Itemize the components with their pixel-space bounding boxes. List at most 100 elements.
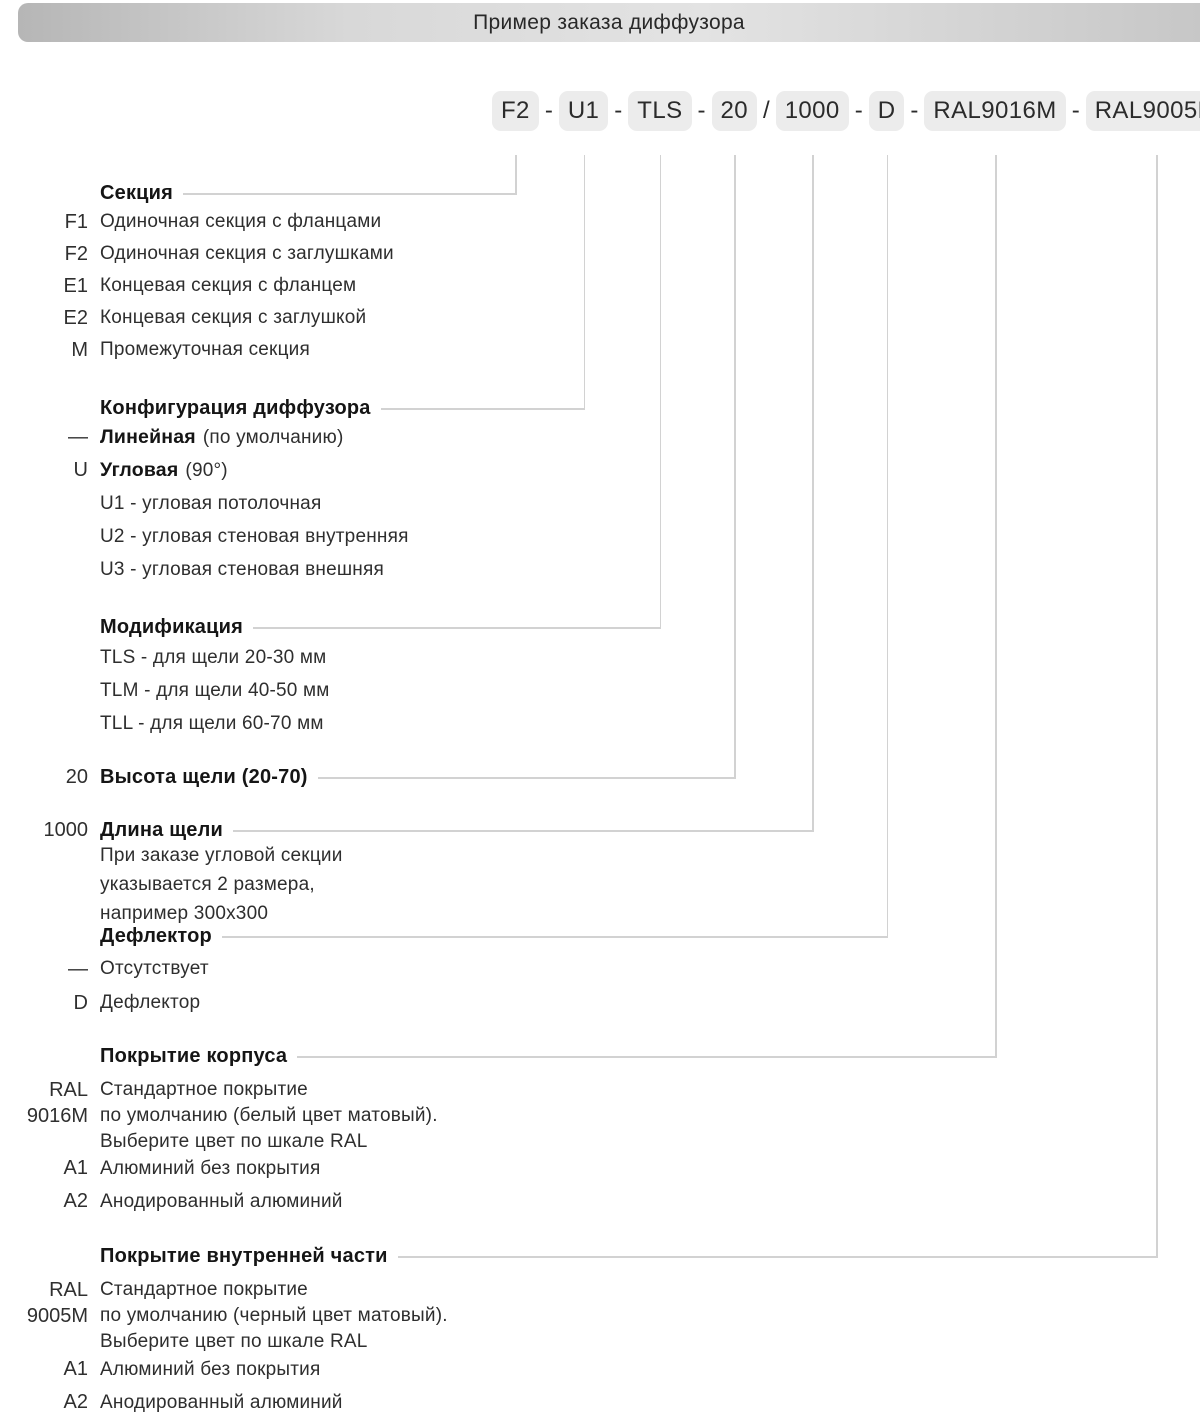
- page-title: Пример заказа диффузора: [473, 10, 745, 34]
- item-code: A1: [63, 1157, 88, 1179]
- list-item: TLM - для щели 40-50 мм: [0, 674, 330, 707]
- item-text: Анодированный алюминий: [100, 1391, 343, 1413]
- heading-configuration: Конфигурация диффузора: [100, 396, 371, 419]
- list-item: U2 - угловая стеновая внутренняя: [0, 520, 409, 553]
- note-line: При заказе угловой секции: [100, 845, 343, 866]
- list-item: E2 Концевая секция с заглушкой: [0, 302, 394, 334]
- item-code: A2: [63, 1190, 88, 1212]
- connector-line-horizontal: [221, 936, 887, 938]
- slot-length-row: 1000 Длина щели: [0, 817, 223, 843]
- code-segment-modification: TLS: [628, 91, 692, 131]
- heading-modification: Модификация: [100, 615, 243, 638]
- item-code: F2: [64, 242, 88, 265]
- inner-coating-default: RAL 9005M Стандартное покрытие по умолча…: [0, 1277, 448, 1355]
- note-line: указывается 2 размера,: [100, 874, 315, 895]
- item-code: D: [73, 991, 88, 1014]
- code-separator: -: [544, 97, 553, 124]
- connector-line-vertical: [734, 155, 736, 779]
- code-separator-slash: /: [763, 97, 770, 124]
- connector-line-horizontal: [397, 1256, 1157, 1258]
- sub-item-text: U2 - угловая стеновая внутренняя: [100, 525, 409, 547]
- code-separator: -: [697, 97, 706, 124]
- item-code: 20: [65, 765, 88, 788]
- item-text: Отсутствует: [100, 958, 209, 979]
- heading-section: Секция: [100, 181, 174, 204]
- body-coating-list: A1 Алюминий без покрытия A2 Анодированны…: [0, 1152, 343, 1218]
- heading-body-coating: Покрытие корпуса: [100, 1044, 288, 1067]
- connector-line-vertical: [886, 155, 889, 938]
- header-bar: Пример заказа диффузора: [18, 3, 1200, 42]
- code-separator: -: [614, 97, 623, 124]
- item-term: Линейная: [100, 426, 196, 448]
- code-segment-slot-length: 1000: [775, 91, 849, 131]
- list-item: D Дефлектор: [0, 986, 209, 1020]
- connector-line-horizontal: [380, 408, 584, 410]
- heading-inner-coating: Покрытие внутренней части: [100, 1244, 388, 1267]
- item-code: A1: [63, 1358, 88, 1380]
- code-separator: -: [854, 97, 863, 124]
- heading-slot-height: Высота щели (20-70): [100, 765, 308, 788]
- item-text: Алюминий без покрытия: [100, 1358, 321, 1380]
- sub-item-text: U3 - угловая стеновая внешняя: [100, 558, 384, 580]
- list-item: F1 Одиночная секция с фланцами: [0, 206, 394, 238]
- modification-list: TLS - для щели 20-30 мм TLM - для щели 4…: [0, 641, 330, 740]
- configuration-heading-row: Конфигурация диффузора: [0, 395, 371, 421]
- item-text: Промежуточная секция: [100, 339, 310, 360]
- connector-line-vertical: [659, 155, 662, 629]
- connector-line-horizontal: [183, 193, 516, 195]
- deflector-list: — Отсутствует D Дефлектор: [0, 952, 209, 1020]
- item-text: Анодированный алюминий: [100, 1190, 343, 1212]
- ral-code: RAL 9016M: [26, 1079, 88, 1127]
- list-item: — Линейная (по умолчанию): [0, 421, 409, 454]
- heading-slot-length: Длина щели: [100, 818, 224, 841]
- item-code: —: [68, 426, 88, 448]
- item-text: Концевая секция с фланцем: [100, 275, 357, 296]
- item-note: (по умолчанию): [202, 426, 344, 448]
- ral-description: Стандартное покрытие по умолчанию (белый…: [100, 1079, 438, 1152]
- body-coating-default: RAL 9016M Стандартное покрытие по умолча…: [0, 1077, 438, 1155]
- modification-heading-row: Модификация: [0, 614, 243, 640]
- item-code: 1000: [43, 818, 89, 841]
- heading-deflector: Дефлектор: [100, 924, 212, 947]
- code-segment-deflector: D: [868, 91, 905, 131]
- order-code-row: F2 - U1 - TLS - 20 / 1000 - D - RAL9016M…: [492, 91, 1200, 131]
- item-code: E1: [63, 274, 88, 297]
- list-item: E1 Концевая секция с фланцем: [0, 270, 394, 302]
- slot-length-note: При заказе угловой секции указывается 2 …: [0, 841, 343, 928]
- list-item: U Угловая (90°): [0, 454, 409, 487]
- list-item: A1 Алюминий без покрытия: [0, 1353, 343, 1386]
- list-item: TLS - для щели 20-30 мм: [0, 641, 330, 674]
- item-text: TLL - для щели 60-70 мм: [100, 712, 324, 734]
- code-separator: -: [1071, 97, 1080, 124]
- item-code: M: [71, 338, 88, 361]
- body-coating-heading-row: Покрытие корпуса: [0, 1043, 287, 1069]
- list-item: — Отсутствует: [0, 952, 209, 986]
- list-item: U3 - угловая стеновая внешняя: [0, 553, 409, 586]
- item-code: E2: [63, 306, 88, 329]
- inner-coating-list: A1 Алюминий без покрытия A2 Анодированны…: [0, 1353, 343, 1419]
- item-code: F1: [64, 210, 88, 233]
- item-text: Дефлектор: [100, 992, 201, 1013]
- item-note: (90°): [185, 459, 228, 481]
- item-text: Концевая секция с заглушкой: [100, 307, 367, 328]
- item-code: —: [68, 957, 88, 980]
- item-text: TLS - для щели 20-30 мм: [100, 646, 327, 668]
- slot-height-row: 20 Высота щели (20-70): [0, 764, 308, 790]
- deflector-heading-row: Дефлектор: [0, 923, 212, 949]
- code-separator: -: [910, 97, 919, 124]
- connector-line-vertical: [515, 155, 517, 195]
- ral-code: RAL 9005M: [26, 1279, 88, 1327]
- connector-line-vertical: [812, 155, 814, 832]
- connector-line-vertical: [583, 155, 586, 410]
- sub-item-text: U1 - угловая потолочная: [100, 492, 322, 514]
- connector-line-horizontal: [297, 1056, 996, 1058]
- note-line: например 300x300: [100, 903, 269, 924]
- list-item: M Промежуточная секция: [0, 334, 394, 366]
- item-code: U: [73, 459, 88, 481]
- list-item: A2 Анодированный алюминий: [0, 1386, 343, 1419]
- code-segment-configuration: U1: [558, 91, 609, 131]
- code-segment-body-coating: RAL9016M: [924, 91, 1066, 131]
- list-item: TLL - для щели 60-70 мм: [0, 707, 330, 740]
- section-list: F1 Одиночная секция с фланцами F2 Одиноч…: [0, 206, 394, 366]
